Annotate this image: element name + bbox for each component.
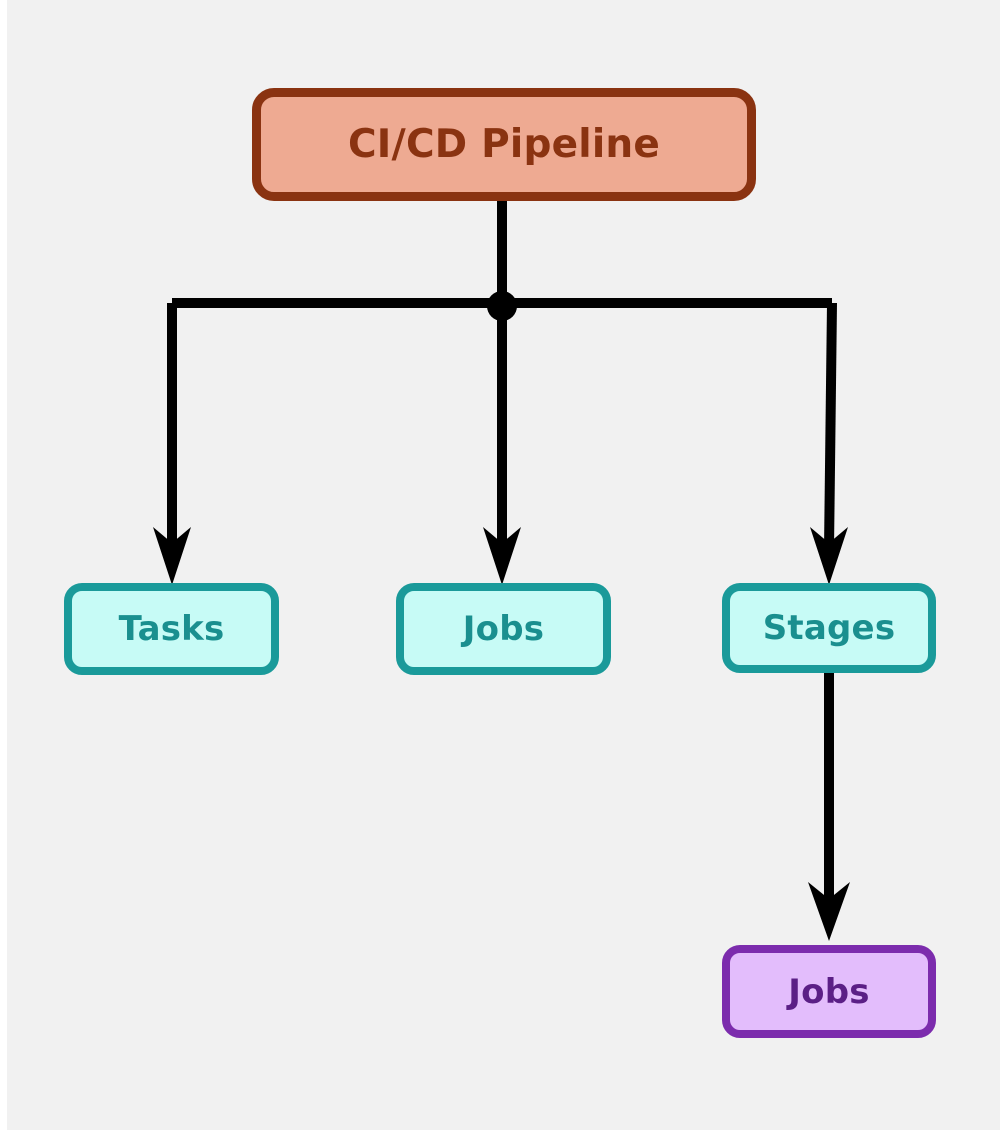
junction-dot: [487, 291, 517, 321]
node-stages-jobs[interactable]: Jobs: [722, 945, 936, 1038]
node-jobs[interactable]: Jobs: [396, 583, 611, 675]
edge-root-to-tasks: [153, 303, 191, 585]
arrowhead-stages: [810, 527, 848, 585]
arrowhead-jobs: [483, 527, 521, 585]
left-gutter: [0, 0, 7, 1130]
node-ci-cd-pipeline[interactable]: CI/CD Pipeline: [252, 88, 756, 201]
edge-stages-to-jobs: [808, 672, 850, 941]
node-label-tasks: Tasks: [118, 609, 225, 649]
node-label-jobs: Jobs: [462, 609, 545, 649]
node-label-stages-jobs: Jobs: [788, 971, 870, 1012]
node-stages[interactable]: Stages: [722, 583, 936, 673]
arrowhead-stages-jobs: [808, 882, 850, 941]
arrowhead-tasks: [153, 527, 191, 585]
edge-root-to-stages: [810, 302, 848, 585]
node-tasks[interactable]: Tasks: [64, 583, 279, 675]
node-label-ci-cd-pipeline: CI/CD Pipeline: [347, 122, 661, 167]
edge-root-to-jobs: [483, 306, 521, 585]
node-label-stages: Stages: [762, 608, 896, 648]
